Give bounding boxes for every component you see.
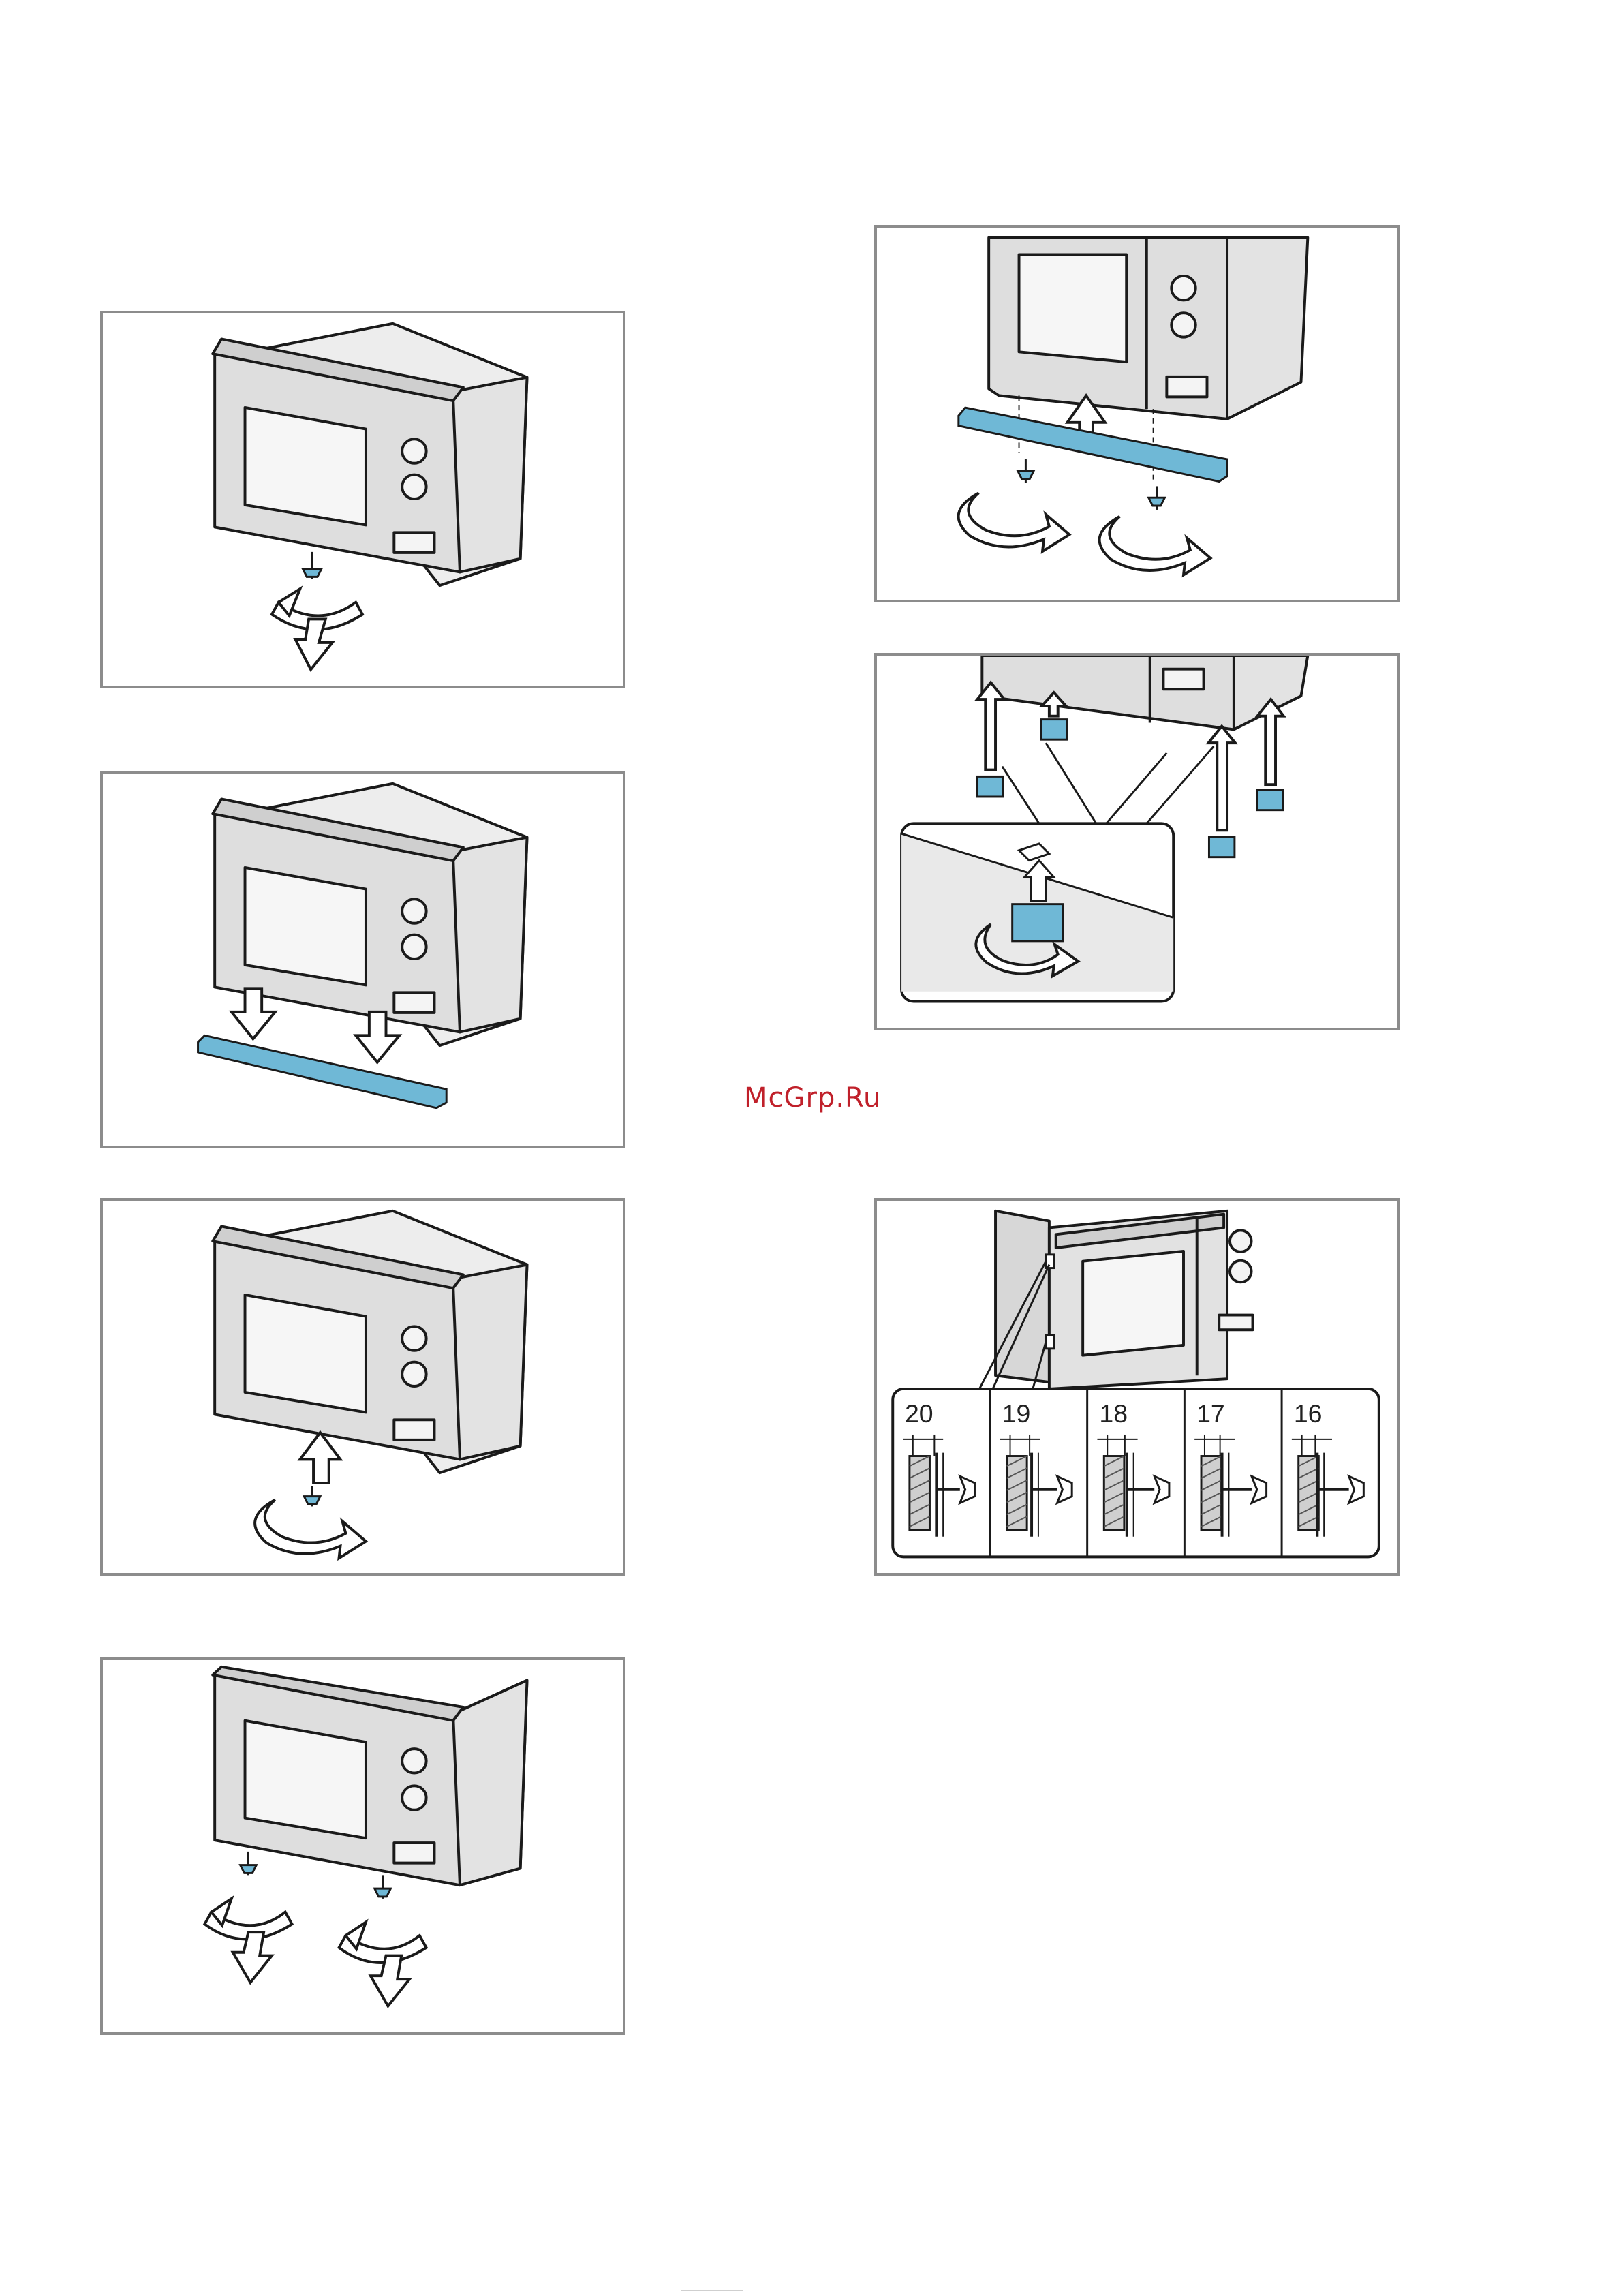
arrow-down-icon: [233, 1932, 409, 2006]
screw-icon: [303, 552, 322, 579]
illustration-panel-2: [100, 771, 625, 1148]
screw-icon: [1018, 459, 1165, 510]
wall-section: [1104, 1456, 1124, 1530]
oven-remove-front-screw-illustration: [103, 313, 623, 686]
wall-section: [910, 1456, 930, 1530]
oven-wall-depth-adjustment-illustration: 20 19 18 17 16: [877, 1201, 1397, 1573]
screw-icon: [304, 1486, 320, 1507]
illustration-panel-5: [874, 225, 1400, 602]
rotate-arrow-icon: [959, 493, 1211, 575]
illustration-panel-4: [100, 1657, 625, 2035]
illustration-panel-7: 20 19 18 17 16: [874, 1198, 1400, 1576]
mounting-rail-icon: [198, 1035, 447, 1107]
depth-label: 19: [1002, 1399, 1031, 1428]
depth-label: 20: [905, 1399, 933, 1428]
depth-label: 18: [1099, 1399, 1128, 1428]
illustration-panel-1: [100, 311, 625, 688]
illustration-panel-3: [100, 1198, 625, 1576]
wall-section: [1299, 1456, 1319, 1530]
depth-label: 16: [1294, 1399, 1323, 1428]
oven-remove-mounting-rail-illustration: [103, 774, 623, 1146]
oven-remove-two-screws-illustration: [103, 1660, 623, 2032]
rotate-arrow-icon: [255, 1500, 366, 1559]
wall-section: [1201, 1456, 1222, 1530]
oven-tighten-center-screw-illustration: [103, 1201, 623, 1573]
wall-section: [1007, 1456, 1027, 1530]
illustration-panel-6: [874, 653, 1400, 1030]
arrow-up-icon: [300, 1433, 340, 1483]
detail-callout: [901, 823, 1173, 1001]
oven-insert-feet-illustration: [877, 656, 1397, 1028]
watermark-text: McGrp.Ru: [744, 1082, 881, 1114]
depth-label: 17: [1196, 1399, 1225, 1428]
oven-attach-rail-from-below-illustration: [877, 228, 1397, 600]
footer-mark: [681, 2290, 743, 2291]
